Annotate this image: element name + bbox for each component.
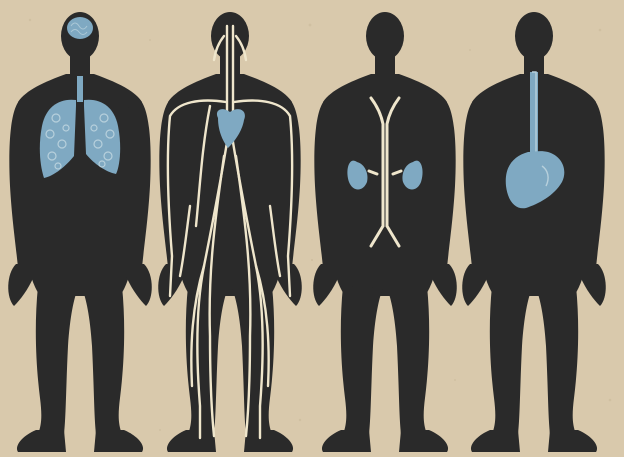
esophagus-organ bbox=[530, 72, 538, 156]
trachea-organ bbox=[77, 76, 83, 102]
